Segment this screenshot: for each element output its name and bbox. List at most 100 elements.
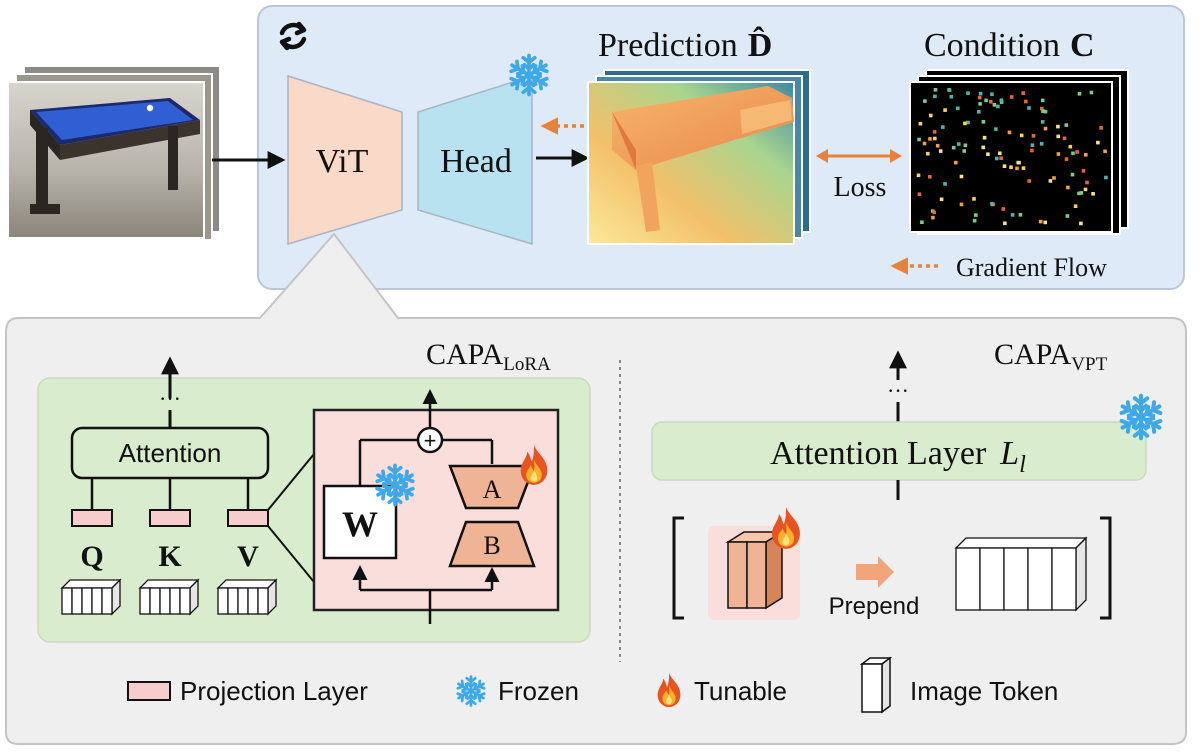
image-tokens	[954, 536, 1088, 612]
sparse-point	[1041, 109, 1045, 113]
token-cell	[227, 587, 239, 615]
zoom-line-top	[267, 453, 315, 511]
sparse-point	[1027, 179, 1031, 183]
zoom-line-bottom	[267, 525, 315, 583]
sparse-point	[932, 130, 937, 134]
sparse-point	[1024, 99, 1028, 104]
capa-lora-title: CAPALoRA	[426, 338, 551, 375]
sparse-point	[977, 95, 982, 100]
token-cell	[1003, 547, 1029, 611]
sparse-point	[1075, 150, 1079, 154]
legend-image-token-label: Image Token	[910, 676, 1058, 706]
sparse-point	[951, 145, 956, 150]
w-frozen-weight	[322, 484, 398, 560]
sparse-point	[1089, 90, 1094, 95]
token-cell	[61, 587, 73, 615]
loss-double-arrow	[816, 149, 902, 163]
legend-image-token-icon	[859, 656, 893, 714]
sparse-point	[1038, 219, 1043, 224]
token-cell	[1027, 547, 1053, 611]
prompt-tokens	[725, 530, 785, 610]
sparse-point	[995, 156, 999, 161]
sparse-point	[1040, 98, 1045, 103]
sparse-point	[1043, 109, 1048, 114]
sparse-point	[1021, 91, 1025, 95]
loss-label: Loss	[834, 172, 887, 203]
token-side-face	[1075, 536, 1087, 612]
legend-projection-icon	[127, 681, 171, 701]
sparse-point	[984, 98, 988, 103]
sparse-point	[959, 174, 964, 179]
sparse-point	[1068, 144, 1073, 149]
sparse-point	[1056, 124, 1060, 129]
vit-block	[287, 74, 403, 246]
sparse-point	[1030, 143, 1035, 147]
sparse-point	[1083, 187, 1088, 192]
sparse-point	[1048, 179, 1053, 183]
capa-vpt-title: CAPAVPT	[994, 338, 1108, 375]
gradient-flow-label: Gradient Flow	[956, 253, 1107, 282]
sparse-point	[1007, 130, 1012, 135]
sparse-point	[1021, 166, 1026, 170]
sparse-point	[1066, 185, 1070, 190]
sparse-point	[917, 137, 921, 142]
sparse-point	[963, 143, 968, 148]
token-cell	[955, 547, 981, 611]
sparse-point	[1015, 166, 1019, 171]
sparse-point	[1091, 192, 1095, 196]
sparse-point	[933, 136, 937, 141]
token-top-face	[954, 537, 1088, 549]
token-cell	[237, 587, 249, 615]
sparse-point	[1056, 134, 1060, 139]
sparse-point	[1031, 134, 1036, 138]
a-label: A	[483, 475, 502, 504]
sparse-point	[1017, 160, 1021, 165]
sparse-point	[994, 127, 998, 131]
sparse-point	[1099, 126, 1103, 130]
sparse-point	[918, 121, 923, 126]
sparse-point	[922, 141, 927, 146]
refresh-icon	[279, 21, 307, 51]
token-cell	[217, 587, 229, 615]
add-circle	[416, 426, 444, 454]
token-cell	[979, 547, 1005, 611]
sparse-point	[1064, 157, 1069, 161]
sparse-point	[1073, 204, 1078, 208]
sparse-point	[1103, 149, 1107, 154]
token-cell	[101, 587, 113, 615]
sparse-point	[981, 120, 986, 124]
projection-k	[149, 509, 191, 527]
sparse-point	[1065, 214, 1070, 218]
prepend-arrow	[856, 556, 894, 588]
sparse-point	[1079, 221, 1083, 226]
prepend-label: Prepend	[829, 593, 920, 620]
lora-a-block	[448, 464, 536, 510]
legend-projection-label: Projection Layer	[180, 676, 368, 706]
sparse-point	[931, 215, 935, 220]
sparse-point	[1019, 133, 1024, 138]
condition-sparse-points	[916, 88, 1108, 226]
sparse-point	[920, 220, 924, 224]
sparse-point	[932, 210, 936, 215]
head-label: Head	[440, 143, 512, 180]
sparse-point	[989, 100, 993, 104]
sparse-point	[947, 88, 952, 92]
sparse-point	[1009, 165, 1013, 169]
sparse-point	[992, 103, 997, 107]
token-cell	[91, 587, 103, 615]
sparse-point	[1077, 191, 1081, 196]
sparse-point	[966, 120, 970, 125]
b-label: B	[483, 531, 500, 560]
legend-tunable-label: Tunable	[694, 676, 787, 706]
sparse-point	[1062, 136, 1067, 141]
sparse-point	[1039, 142, 1044, 146]
sparse-point	[1084, 153, 1088, 157]
qkv-token-rows	[60, 578, 278, 616]
sparse-point	[977, 110, 981, 114]
sparse-point	[999, 100, 1004, 104]
sparse-point	[935, 143, 940, 148]
sparse-point	[1002, 164, 1007, 168]
sparse-point	[966, 91, 970, 95]
